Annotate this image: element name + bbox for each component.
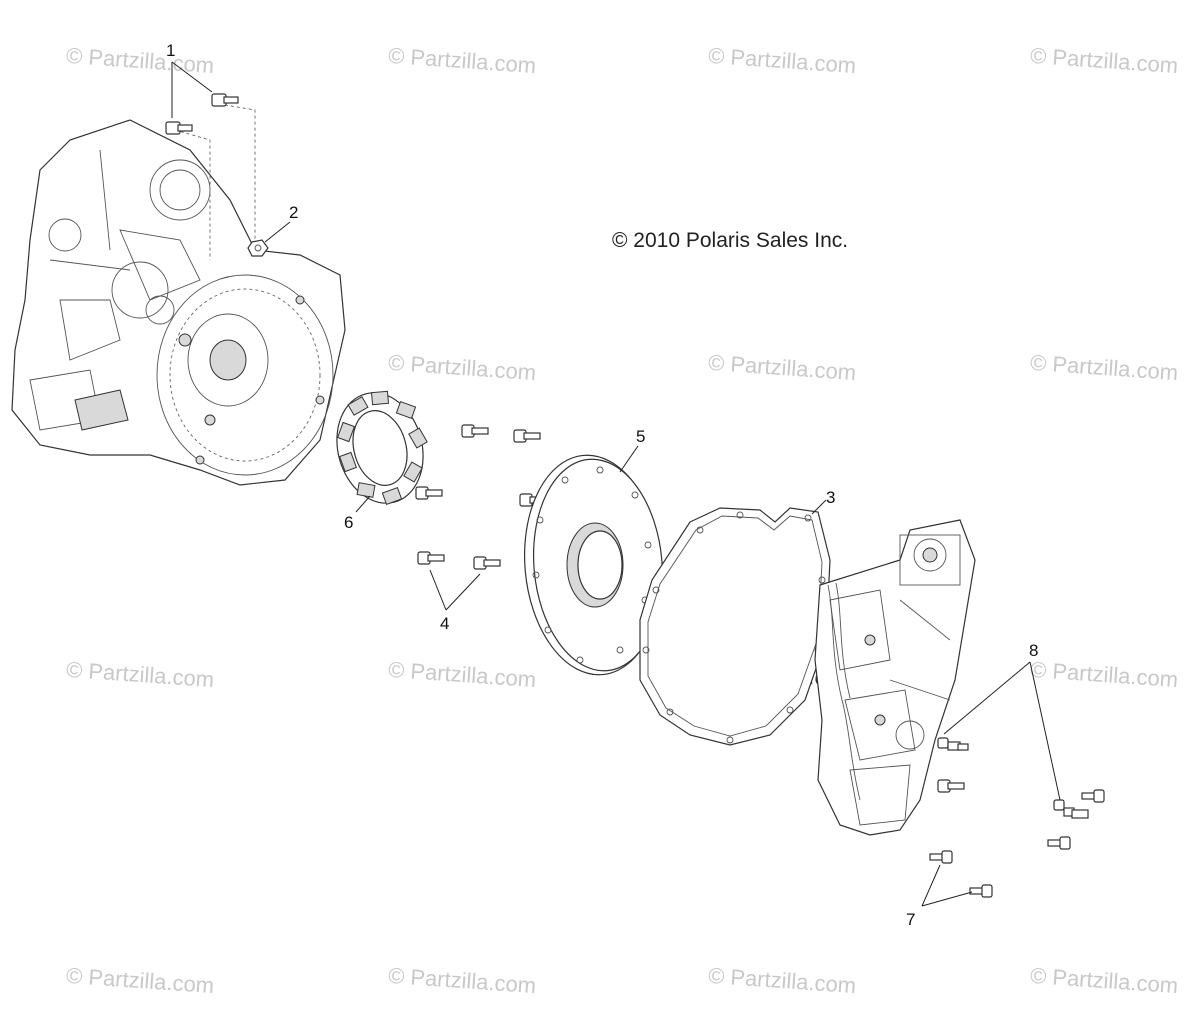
leader-line-6 bbox=[355, 495, 371, 513]
engine-block bbox=[814, 519, 976, 836]
leader-line-1 bbox=[171, 61, 213, 118]
callout-8: 8 bbox=[1029, 641, 1038, 660]
callout-6: 6 bbox=[344, 513, 353, 532]
callout-1: 1 bbox=[166, 41, 175, 60]
bolt-part-1 bbox=[211, 93, 239, 107]
callout-2: 2 bbox=[289, 203, 298, 222]
callout-4: 4 bbox=[440, 614, 449, 633]
bolt-part-7 bbox=[969, 884, 993, 898]
leader-line-2 bbox=[264, 221, 291, 243]
leader-line-3 bbox=[811, 499, 827, 515]
bolt bbox=[415, 486, 443, 500]
bolt-part-4 bbox=[473, 556, 501, 570]
leader-line-4 bbox=[429, 569, 481, 611]
callout-3: 3 bbox=[826, 488, 835, 507]
bolt bbox=[1081, 789, 1105, 803]
engine-housing bbox=[11, 119, 346, 486]
bolt-part-4 bbox=[417, 551, 445, 565]
bolt bbox=[461, 424, 489, 438]
bolt bbox=[1047, 836, 1071, 850]
copyright-notice: © 2010 Polaris Sales Inc. bbox=[612, 229, 849, 252]
callout-5: 5 bbox=[636, 427, 645, 446]
leader-line-8 bbox=[943, 661, 1061, 801]
bolt-part-8 bbox=[937, 737, 969, 751]
leader-line-7 bbox=[921, 864, 973, 907]
callout-7: 7 bbox=[906, 910, 915, 929]
drive-plate-part-5 bbox=[523, 454, 664, 676]
bolt bbox=[513, 429, 541, 443]
assembly-guide-line bbox=[174, 129, 211, 260]
gasket-part-3 bbox=[639, 507, 831, 746]
bolt-part-1 bbox=[165, 121, 193, 135]
damper-ring-part-6 bbox=[336, 390, 428, 506]
bolt-part-7 bbox=[929, 850, 953, 864]
bolt bbox=[937, 779, 965, 793]
assembly-guide-line bbox=[224, 104, 256, 240]
leader-line-5 bbox=[619, 445, 639, 473]
bolt-part-8 bbox=[1053, 799, 1089, 819]
nut-part-2 bbox=[247, 239, 269, 257]
